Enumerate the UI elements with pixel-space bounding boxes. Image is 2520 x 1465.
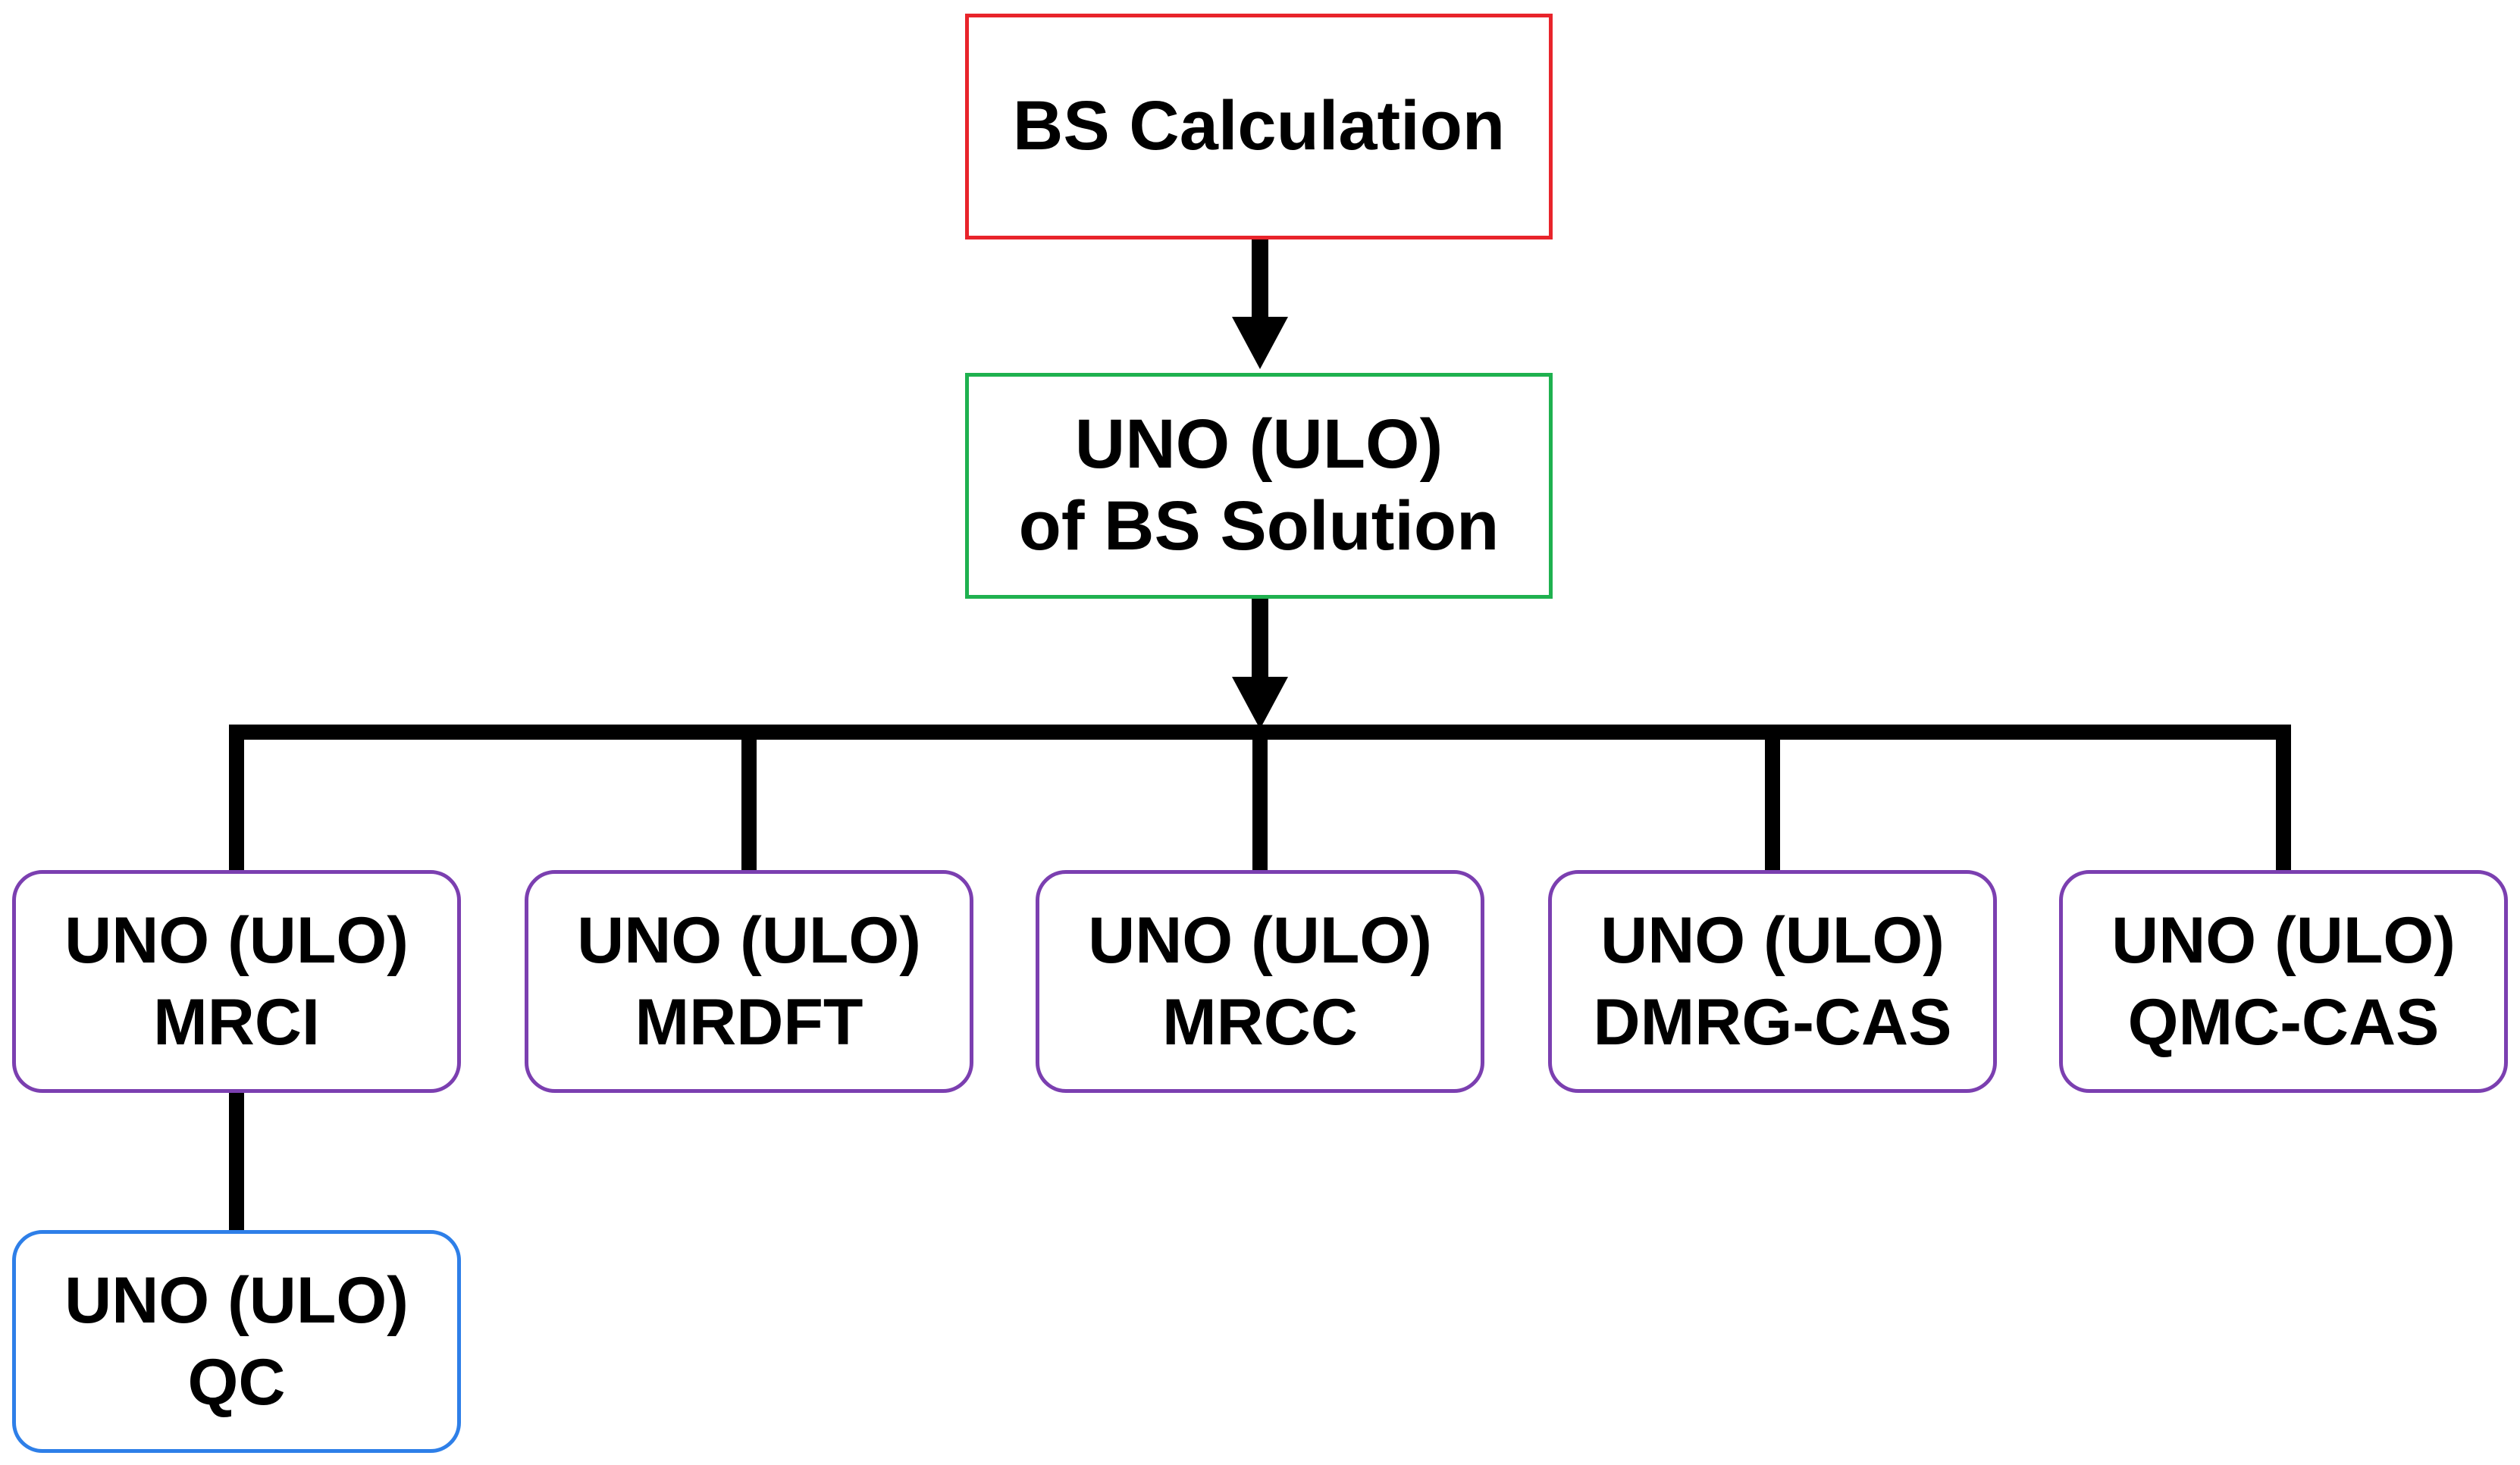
node-mrcc-line-1: UNO (ULO) bbox=[1088, 903, 1432, 977]
arrowhead-uno-to-branch bbox=[1232, 677, 1288, 729]
node-uno-bs-solution: UNO (ULO) of BS Solution bbox=[965, 373, 1553, 599]
node-mrdft: UNO (ULO) MRDFT bbox=[525, 870, 973, 1093]
node-mrci-line-2: MRCI bbox=[153, 986, 320, 1059]
node-mrcc-line-2: MRCC bbox=[1162, 986, 1358, 1059]
node-bs-calculation: BS Calculation bbox=[965, 14, 1553, 239]
node-bs-calculation-line-1: BS Calculation bbox=[1012, 87, 1506, 165]
node-qmc-cas-line-2: QMC-CAS bbox=[2127, 986, 2440, 1059]
node-uno-bs-solution-line-1: UNO (ULO) bbox=[1074, 405, 1443, 484]
node-mrcc: UNO (ULO) MRCC bbox=[1036, 870, 1484, 1093]
node-mrci-line-1: UNO (ULO) bbox=[64, 903, 409, 977]
node-qmc-cas: UNO (ULO) QMC-CAS bbox=[2059, 870, 2508, 1093]
node-qmc-cas-line-1: UNO (ULO) bbox=[2111, 903, 2456, 977]
node-qc-line-2: QC bbox=[187, 1346, 286, 1419]
node-dmrg-cas: UNO (ULO) DMRG-CAS bbox=[1548, 870, 1997, 1093]
node-uno-bs-solution-line-2: of BS Solution bbox=[1018, 487, 1500, 565]
node-qc: UNO (ULO) QC bbox=[12, 1230, 461, 1453]
node-mrdft-line-2: MRDFT bbox=[635, 986, 864, 1059]
arrowhead-root-to-uno bbox=[1232, 317, 1288, 369]
node-mrci: UNO (ULO) MRCI bbox=[12, 870, 461, 1093]
node-qc-line-1: UNO (ULO) bbox=[64, 1263, 409, 1337]
node-dmrg-cas-line-2: DMRG-CAS bbox=[1593, 986, 1952, 1059]
node-mrdft-line-1: UNO (ULO) bbox=[577, 903, 921, 977]
node-dmrg-cas-line-1: UNO (ULO) bbox=[1600, 903, 1945, 977]
